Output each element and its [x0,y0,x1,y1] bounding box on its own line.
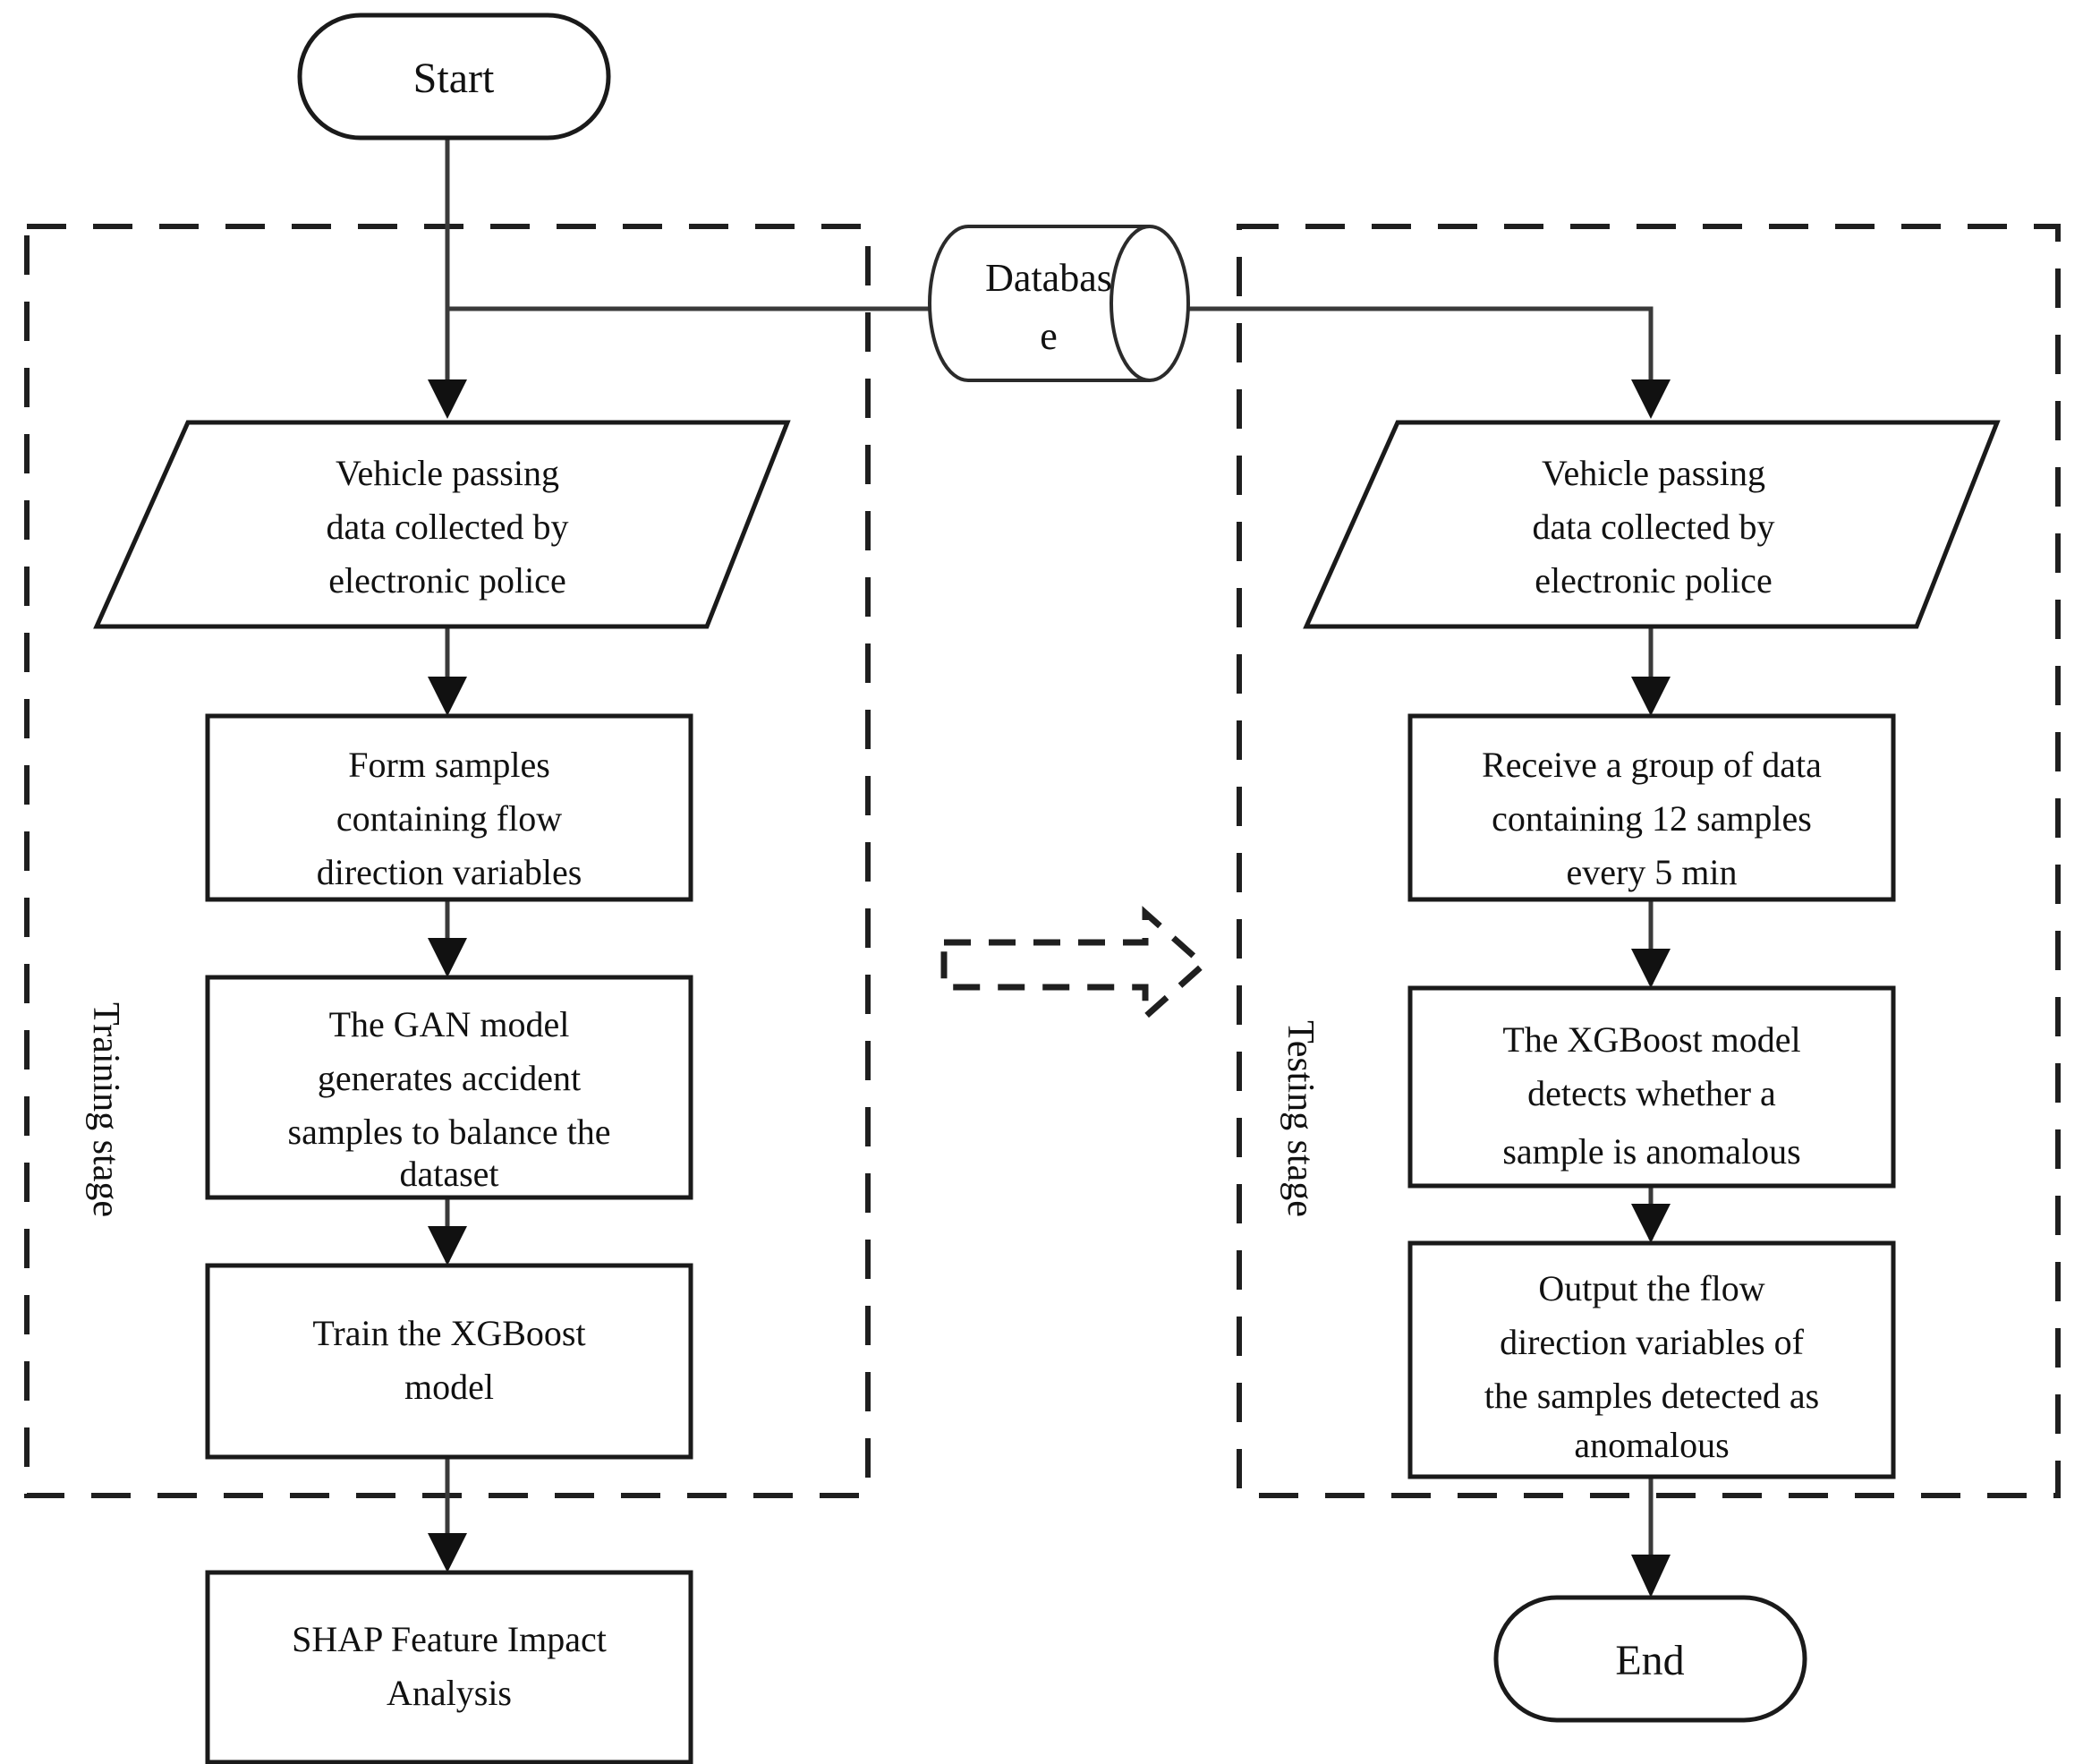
end-label: End [1615,1637,1684,1684]
train-form-samples-box [205,713,693,902]
arrowhead-end [1631,1555,1671,1598]
arrowhead-output [1631,1204,1671,1243]
shap-analysis-node[interactable]: SHAP Feature Impact Analysis [205,1570,693,1764]
test-receive-line-1: Receive a group of data [1482,745,1822,785]
database-label-line2: e [1040,314,1058,358]
test-output-line-4: anomalous [1574,1425,1729,1465]
test-input-line-1: Vehicle passing [1542,453,1765,493]
test-detect-box [1407,985,1896,1189]
test-output-line-2: direction variables of [1500,1322,1805,1362]
test-output-line-3: the samples detected as [1484,1376,1819,1416]
test-input-line-2: data collected by [1533,507,1775,547]
training-stage-label: Training stage [85,1002,126,1217]
test-detect-line-1: The XGBoost model [1502,1019,1800,1060]
test-receive-line-2: containing 12 samples [1492,798,1812,839]
test-output-line-1: Output the flow [1538,1268,1764,1308]
train-input-parallelogram [93,420,791,629]
train-xgboost-line-2: model [404,1367,494,1407]
arrowhead-train-xgboost [428,1226,467,1265]
train-input-node[interactable]: Vehicle passing data collected by electr… [93,420,791,629]
test-receive-node[interactable]: Receive a group of data containing 12 sa… [1407,713,1896,902]
shap-line-1: SHAP Feature Impact [292,1619,607,1659]
train-form-line-1: Form samples [348,745,550,785]
train-form-line-3: direction variables [317,852,582,892]
train-gan-box [205,975,693,1200]
arrowhead-shap [428,1533,467,1572]
train-form-line-2: containing flow [336,798,562,839]
testing-stage-label: Testing stage [1280,1020,1321,1217]
arrowhead-form-samples [428,677,467,716]
test-input-node[interactable]: Vehicle passing data collected by electr… [1303,420,2001,629]
start-terminator[interactable] [297,13,611,141]
test-input-line-3: electronic police [1535,560,1772,601]
train-xgboost-node[interactable]: Train the XGBoost model [205,1263,693,1460]
database-label-line1: Databas [985,256,1112,300]
test-input-parallelogram [1303,420,2001,629]
test-receive-box [1407,713,1896,902]
train-form-samples-node[interactable]: Form samples containing flow direction v… [205,713,693,902]
train-input-line-1: Vehicle passing [336,453,559,493]
start-label: Start [413,55,495,102]
arrowhead-test-input [1631,379,1671,419]
database-cylinder-cap [1110,225,1151,382]
train-gan-line-1: The GAN model [329,1004,570,1044]
testing-stage-region [1237,224,2061,1498]
test-detect-node[interactable]: The XGBoost model detects whether a samp… [1407,985,1896,1189]
train-gan-node[interactable]: The GAN model generates accident samples… [205,975,693,1200]
test-output-box [1407,1240,1896,1479]
arrowhead-detect [1631,949,1671,988]
database-node[interactable]: Databas e [928,225,1190,382]
shap-line-2: Analysis [387,1673,512,1713]
test-output-node[interactable]: Output the flow direction variables of t… [1407,1240,1896,1479]
connector-database-to-testing [1181,306,1654,412]
test-detect-line-2: detects whether a [1527,1073,1776,1113]
arrowhead-receive [1631,677,1671,716]
train-input-line-3: electronic police [328,560,565,601]
train-gan-line-2: generates accident [318,1058,581,1098]
train-input-line-2: data collected by [327,507,569,547]
train-gan-line-4: dataset [399,1154,498,1194]
stage-transition-arrow-icon [940,906,1209,1024]
test-receive-line-3: every 5 min [1566,852,1737,892]
train-gan-line-3: samples to balance the [288,1112,611,1152]
shap-analysis-box [205,1570,693,1764]
train-xgboost-box [205,1263,693,1460]
train-xgboost-line-1: Train the XGBoost [312,1313,585,1353]
test-detect-line-3: sample is anomalous [1502,1131,1800,1172]
end-terminator[interactable] [1493,1595,1807,1723]
arrowhead-gan [428,938,467,977]
arrowhead-train-input [428,379,467,419]
